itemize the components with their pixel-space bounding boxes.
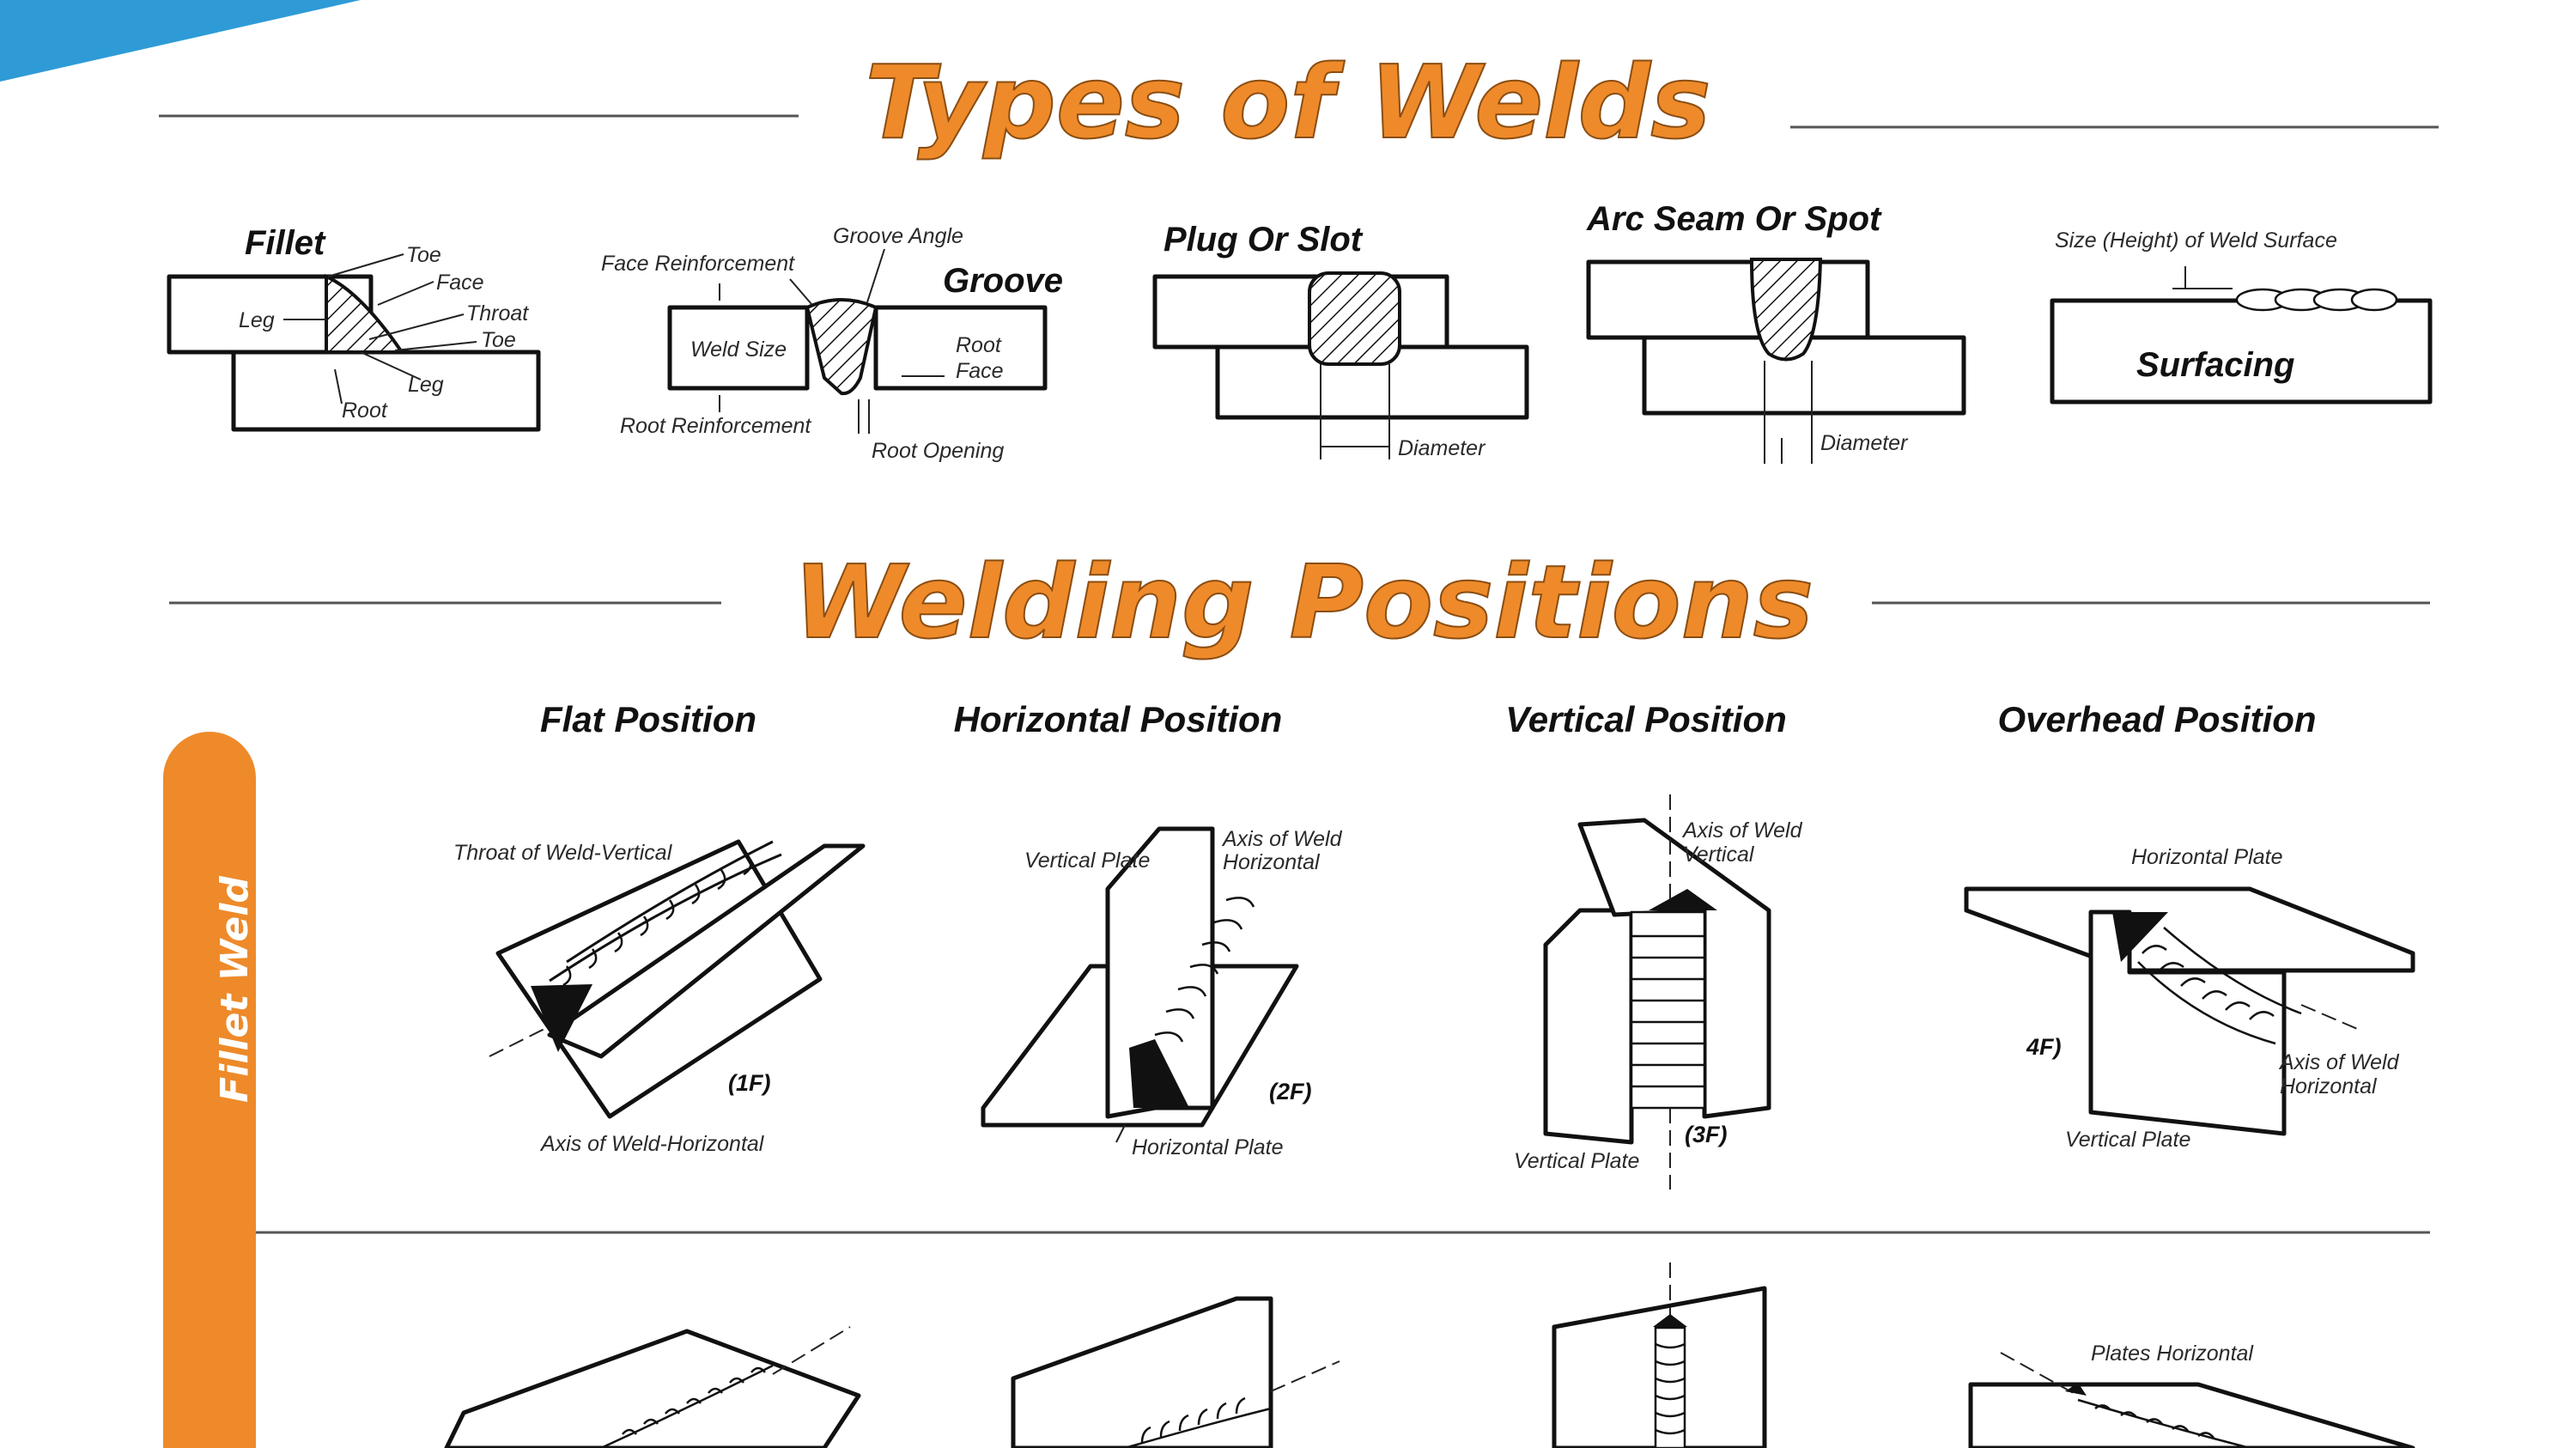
fillet-face: Face xyxy=(436,271,484,295)
title-types-of-welds: Types of Welds xyxy=(866,43,1711,161)
overhead-horizontal-plate-label: Horizontal Plate xyxy=(2131,845,2282,869)
side-tab-label: Fillet Weld xyxy=(213,876,257,1103)
fillet-throat: Throat xyxy=(466,301,529,325)
horizontal-horizontal-plate-label: Horizontal Plate xyxy=(1132,1135,1283,1159)
arc-seam-diameter: Diameter xyxy=(1820,431,1909,455)
vertical-code: (3F) xyxy=(1685,1122,1728,1147)
overhead-code: 4F) xyxy=(2026,1034,2062,1060)
groove-row-horizontal-diagram xyxy=(1011,1296,1340,1448)
groove-row-plates-horizontal: Plates Horizontal xyxy=(2091,1342,2254,1366)
arc-seam-title: Arc Seam Or Spot xyxy=(1586,200,1882,238)
fillet-toe-bottom: Toe xyxy=(481,328,516,352)
arc-seam-weld-diagram: Arc Seam Or Spot Diameter xyxy=(1586,200,1966,464)
groove-weld-diagram: Groove Groove Angle Face Reinforcement W… xyxy=(601,224,1063,463)
flat-throat-label: Throat of Weld-Vertical xyxy=(453,841,673,865)
flat-position-diagram: Throat of Weld-Vertical Axis of Weld-Hor… xyxy=(453,839,866,1156)
horizontal-axis-line1: Axis of Weld xyxy=(1221,827,1343,851)
corner-banner xyxy=(0,0,361,82)
overhead-axis-line1: Axis of Weld xyxy=(2278,1050,2400,1074)
groove-row-overhead-diagram: Plates Horizontal xyxy=(1968,1342,2415,1448)
fillet-weld-diagram: Fillet Toe Face Throat Toe Leg Leg Root xyxy=(167,224,541,432)
fillet-leg-bottom: Leg xyxy=(408,373,444,397)
groove-root-opening: Root Opening xyxy=(872,439,1004,463)
groove-face-reinforcement: Face Reinforcement xyxy=(601,252,795,276)
surfacing-weld-diagram: Size (Height) of Weld Surface Surfacing xyxy=(2050,228,2433,405)
groove-angle-label: Groove Angle xyxy=(833,224,963,248)
overhead-position-diagram: Horizontal Plate Axis of Weld Horizontal… xyxy=(1964,845,2415,1152)
plug-diameter: Diameter xyxy=(1398,436,1486,460)
horizontal-vertical-plate-label: Vertical Plate xyxy=(1024,849,1150,873)
flat-axis-label: Axis of Weld-Horizontal xyxy=(539,1132,765,1156)
fillet-title: Fillet xyxy=(245,224,326,262)
flat-code: (1F) xyxy=(728,1070,771,1096)
groove-row-flat-diagram xyxy=(444,1326,861,1448)
horizontal-axis-line2: Horizontal xyxy=(1223,850,1321,874)
plug-weld-diagram: Plug Or Slot Diameter xyxy=(1152,221,1529,460)
plug-title: Plug Or Slot xyxy=(1163,221,1364,259)
fillet-root: Root xyxy=(342,399,388,423)
title-welding-positions: Welding Positions xyxy=(793,543,1814,661)
vertical-vertical-plate-label: Vertical Plate xyxy=(1514,1149,1639,1173)
overhead-axis-line2: Horizontal xyxy=(2280,1074,2378,1098)
surfacing-title: Surfacing xyxy=(2136,346,2294,384)
horizontal-code: (2F) xyxy=(1269,1079,1312,1104)
groove-root-reinforcement: Root Reinforcement xyxy=(620,414,811,438)
col-vertical-position: Vertical Position xyxy=(1505,699,1787,739)
vertical-axis-line2: Vertical xyxy=(1683,843,1755,867)
vertical-position-diagram: Axis of Weld Vertical Vertical Plate (3F… xyxy=(1514,794,1803,1189)
groove-face: Face xyxy=(956,359,1004,383)
groove-root: Root xyxy=(956,333,1002,357)
surfacing-size-label: Size (Height) of Weld Surface xyxy=(2055,228,2337,252)
groove-weld-size: Weld Size xyxy=(690,338,787,362)
col-horizontal-position: Horizontal Position xyxy=(954,699,1283,739)
horizontal-position-diagram: Vertical Plate Axis of Weld Horizontal H… xyxy=(981,826,1343,1159)
vertical-axis-line1: Axis of Weld xyxy=(1681,818,1803,843)
fillet-leg-left: Leg xyxy=(239,308,275,332)
col-overhead-position: Overhead Position xyxy=(1997,699,2316,739)
fillet-toe-top: Toe xyxy=(406,243,441,267)
col-flat-position: Flat Position xyxy=(540,699,756,739)
groove-title: Groove xyxy=(943,262,1063,300)
side-tab-body xyxy=(163,782,256,1448)
overhead-vertical-plate-label: Vertical Plate xyxy=(2065,1128,2190,1152)
groove-row-vertical-diagram xyxy=(1552,1262,1767,1448)
